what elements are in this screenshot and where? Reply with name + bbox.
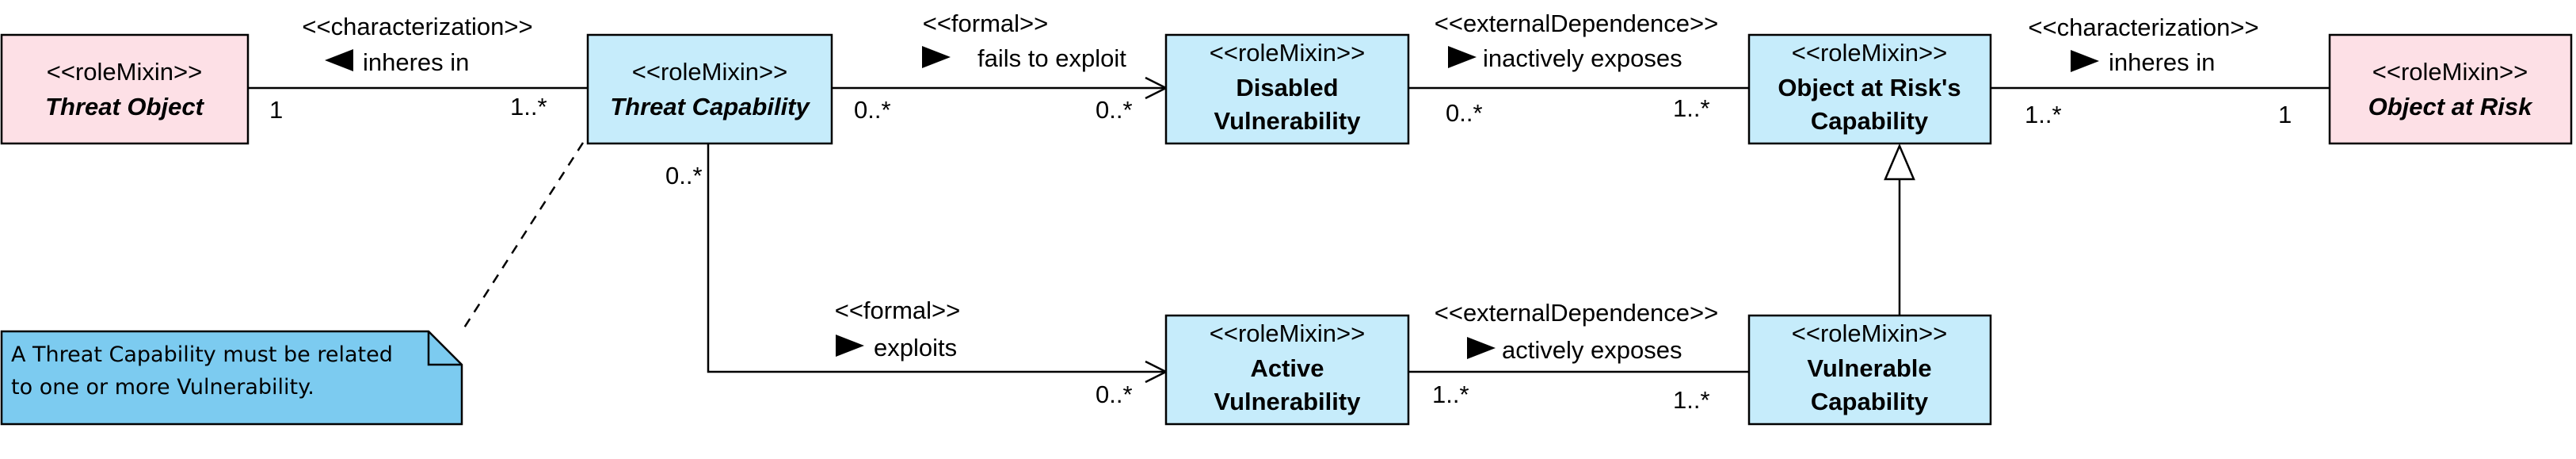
direction-left-icon xyxy=(325,49,353,71)
association-line-exploits xyxy=(707,143,1166,372)
multiplicity-a5-target: 0..* xyxy=(1096,381,1133,408)
association-name: fails to exploit xyxy=(977,44,1126,72)
note-text-line1: A Threat Capability must be related xyxy=(11,342,393,367)
class-name: Threat Capability xyxy=(610,93,810,120)
association-label-a4[interactable]: <<characterization>> inheres in xyxy=(2028,13,2258,76)
class-active-vulnerability[interactable]: <<roleMixin>> Active Vulnerability xyxy=(1164,314,1410,426)
association-name: actively exposes xyxy=(1502,336,1682,364)
stereotype-label: <<roleMixin>> xyxy=(1210,39,1365,67)
association-name: inheres in xyxy=(363,48,469,76)
association-name: exploits xyxy=(874,334,957,361)
direction-right-icon xyxy=(922,46,951,68)
class-threat-object[interactable]: <<roleMixin>> Threat Object xyxy=(0,33,250,145)
association-stereotype: <<externalDependence>> xyxy=(1435,299,1719,327)
class-object-at-risks-capability[interactable]: <<roleMixin>> Object at Risk's Capabilit… xyxy=(1747,33,1992,145)
multiplicity-a2-right: 0..* xyxy=(1096,96,1133,124)
class-name-line2: Vulnerability xyxy=(1214,107,1362,135)
association-stereotype: <<formal>> xyxy=(923,10,1049,37)
class-name-line2: Capability xyxy=(1811,107,1929,135)
constraint-note[interactable]: A Threat Capability must be related to o… xyxy=(0,330,463,426)
multiplicity-a3-left: 0..* xyxy=(1446,99,1483,127)
stereotype-label: <<roleMixin>> xyxy=(1210,319,1365,347)
stereotype-label: <<roleMixin>> xyxy=(632,58,787,86)
association-label-a3[interactable]: <<externalDependence>> inactively expose… xyxy=(1435,10,1719,72)
generalization-arrowhead xyxy=(1884,143,1915,181)
direction-right-icon xyxy=(1448,46,1477,68)
class-name-line1: Vulnerable xyxy=(1807,354,1931,382)
association-label-a5[interactable]: <<formal>> exploits xyxy=(835,296,961,361)
direction-right-icon xyxy=(1467,337,1496,359)
direction-right-icon xyxy=(836,335,864,357)
class-name: Object at Risk xyxy=(2368,93,2533,120)
class-name-line1: Disabled xyxy=(1236,74,1338,101)
association-name: inheres in xyxy=(2109,48,2215,76)
stereotype-label: <<roleMixin>> xyxy=(2372,58,2528,86)
multiplicity-a4-right: 1 xyxy=(2278,101,2292,128)
class-vulnerable-capability[interactable]: <<roleMixin>> Vulnerable Capability xyxy=(1747,314,1992,426)
multiplicity-a6-left: 1..* xyxy=(1432,381,1469,408)
multiplicity-a5-source: 0..* xyxy=(665,162,703,189)
class-name-line1: Object at Risk's xyxy=(1778,74,1961,101)
association-label-a1[interactable]: <<characterization>> inheres in xyxy=(302,13,532,76)
multiplicity-a4-left: 1..* xyxy=(2025,101,2062,128)
association-stereotype: <<formal>> xyxy=(835,296,961,324)
multiplicity-a6-right: 1..* xyxy=(1673,386,1710,414)
note-anchor-line xyxy=(460,142,585,332)
stereotype-label: <<roleMixin>> xyxy=(1792,319,1947,347)
class-disabled-vulnerability[interactable]: <<roleMixin>> Disabled Vulnerability xyxy=(1164,33,1410,145)
multiplicity-a1-left: 1 xyxy=(269,96,283,124)
multiplicity-a2-left: 0..* xyxy=(854,96,891,124)
class-threat-capability[interactable]: <<roleMixin>> Threat Capability xyxy=(586,33,833,145)
note-text-line2: to one or more Vulnerability. xyxy=(11,375,314,400)
association-stereotype: <<characterization>> xyxy=(2028,13,2258,41)
class-object-at-risk[interactable]: <<roleMixin>> Object at Risk xyxy=(2328,33,2573,145)
association-stereotype: <<externalDependence>> xyxy=(1435,10,1719,37)
association-label-a2[interactable]: <<formal>> fails to exploit xyxy=(922,10,1126,72)
class-name-line1: Active xyxy=(1250,354,1324,382)
multiplicity-a1-right: 1..* xyxy=(510,93,547,120)
association-label-a6[interactable]: <<externalDependence>> actively exposes xyxy=(1435,299,1719,364)
class-name-line2: Vulnerability xyxy=(1214,388,1362,415)
association-name: inactively exposes xyxy=(1483,44,1682,72)
stereotype-label: <<roleMixin>> xyxy=(47,58,202,86)
association-stereotype: <<characterization>> xyxy=(302,13,532,40)
note-folded-corner xyxy=(427,331,462,366)
direction-right-icon xyxy=(2071,50,2099,72)
class-name: Threat Object xyxy=(45,93,204,120)
stereotype-label: <<roleMixin>> xyxy=(1792,39,1947,67)
multiplicity-a3-right: 1..* xyxy=(1673,94,1710,122)
class-name-line2: Capability xyxy=(1811,388,1929,415)
